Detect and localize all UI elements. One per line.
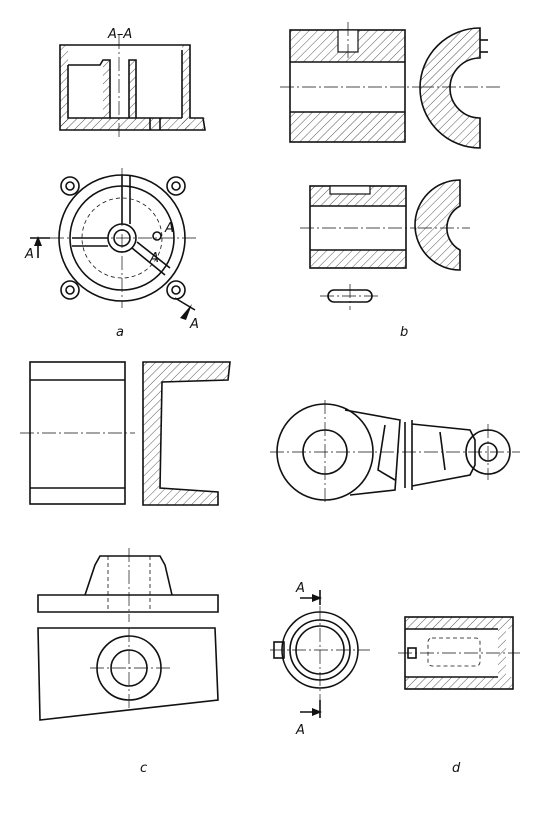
panel-a-section-view <box>59 35 206 140</box>
section-a-title: A–A <box>107 27 132 42</box>
section-d-bottom-label: A <box>295 723 305 738</box>
panel-c-boss-views <box>37 548 219 721</box>
section-d-top-label: A <box>295 581 305 596</box>
panel-d-section-views <box>270 590 520 718</box>
panel-d-link-view <box>270 400 520 505</box>
section-a-mid2-label: A <box>149 251 159 266</box>
panel-c-channel-views <box>20 361 231 506</box>
panel-c-label: c <box>140 761 147 776</box>
section-a-mid-label: A <box>164 221 174 236</box>
panel-b-label: b <box>400 325 408 340</box>
section-a-left-label: A <box>24 247 34 262</box>
panel-d-label: d <box>452 761 461 776</box>
panel-a-label: a <box>116 325 124 340</box>
section-a-arrow-label: A <box>189 317 199 332</box>
panel-b-bottom-views <box>300 179 470 310</box>
panel-a-plan-view <box>30 168 198 320</box>
panel-b-top-views <box>280 22 500 149</box>
